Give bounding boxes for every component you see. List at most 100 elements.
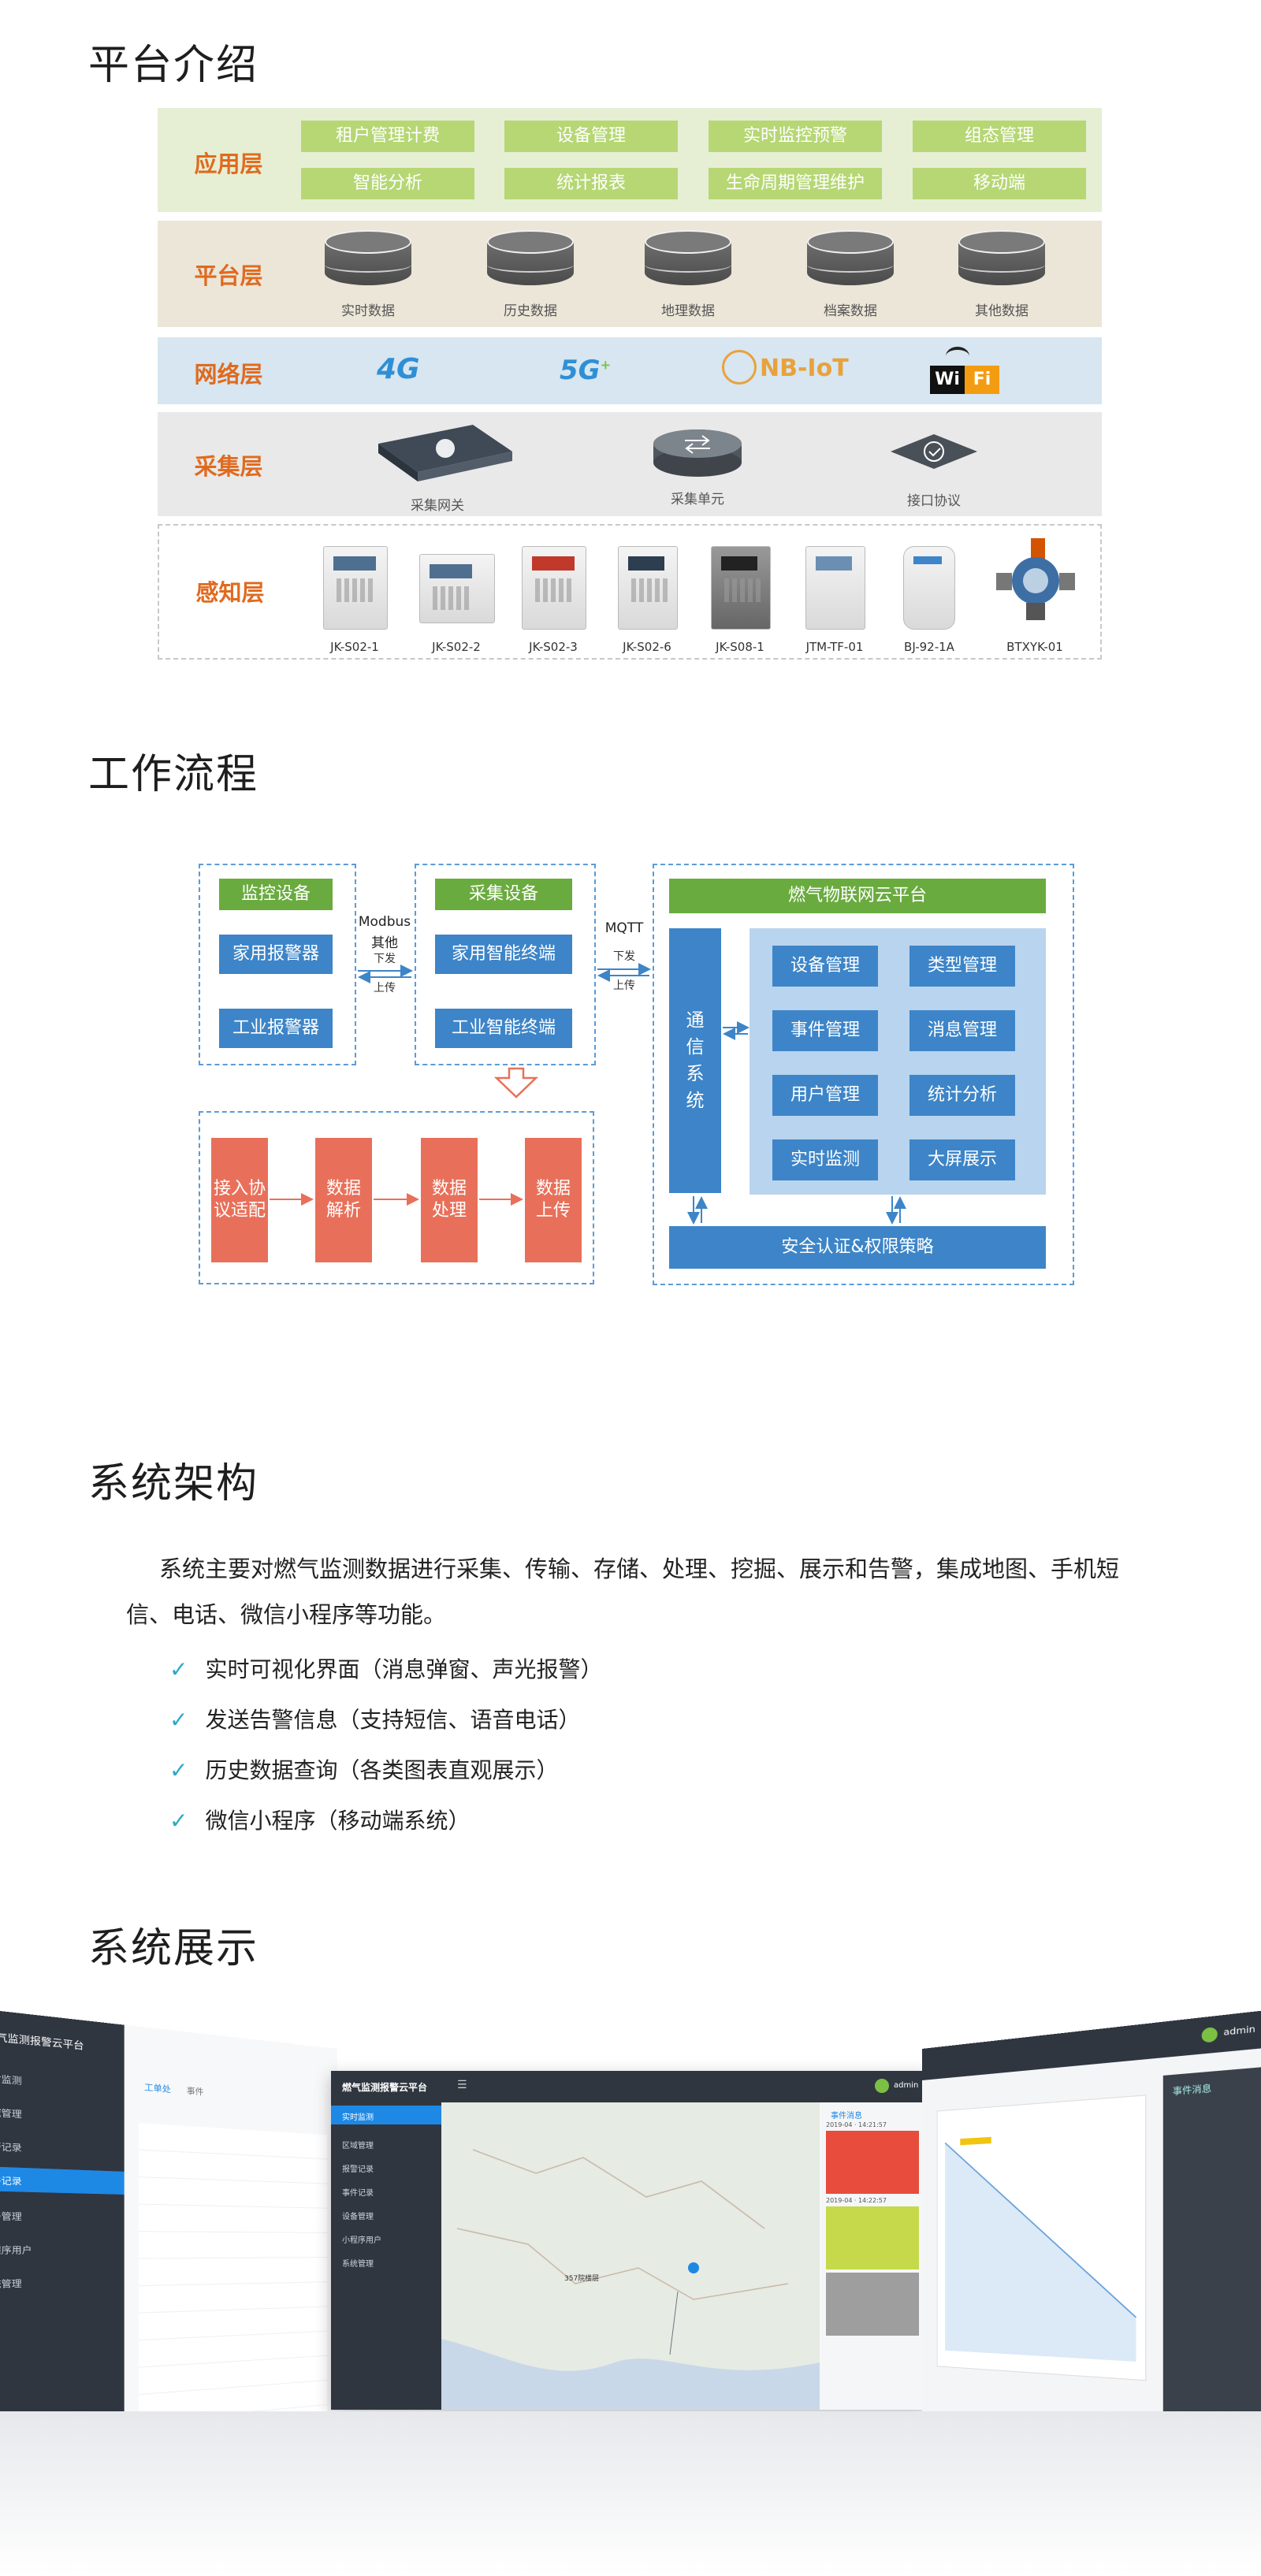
5g-text: 5G	[560, 355, 601, 386]
db-label: 档案数据	[824, 303, 877, 319]
device-label: BJ-92-1A	[904, 640, 954, 654]
device-label: JTM-TF-01	[805, 640, 864, 654]
app-item: 移动端	[913, 168, 1086, 199]
center-sidebar	[331, 2102, 441, 2410]
interface-protocol-icon	[891, 434, 977, 469]
collect-label: 采集网关	[411, 498, 464, 514]
left-menu-item[interactable]: 报警记录	[0, 2141, 22, 2154]
app-item: 统计报表	[504, 168, 678, 199]
module-box: 大屏展示	[909, 1139, 1015, 1180]
right-event-panel	[1162, 2066, 1261, 2444]
up-label: 上传	[613, 979, 635, 992]
module-box: 事件管理	[772, 1010, 878, 1051]
user-name[interactable]: admin	[894, 2081, 919, 2090]
device-image	[419, 554, 495, 623]
architecture-paragraph: 系统主要对燃气监测数据进行采集、传输、存储、处理、挖掘、展示和告警，集成地图、手…	[126, 1556, 1120, 1628]
device-image	[522, 546, 586, 630]
left-tab[interactable]: 工单处	[144, 2083, 171, 2095]
step-box: 数据处理	[421, 1138, 478, 1262]
event-card-warning[interactable]	[826, 2206, 919, 2269]
db-label: 实时数据	[341, 303, 395, 319]
cloud-platform-group	[653, 864, 1074, 1285]
left-tab[interactable]: 事件	[186, 2087, 204, 2098]
layer-name-collect: 采集层	[194, 453, 263, 480]
event-panel-title: 事件消息	[831, 2112, 862, 2121]
device-image	[618, 546, 678, 630]
home-alarm-box: 家用报警器	[219, 935, 333, 974]
step-label: 数据解析	[325, 1179, 361, 1221]
center-menu-item[interactable]: 小程序用户	[342, 2236, 381, 2245]
step-box: 数据上传	[525, 1138, 582, 1262]
center-app-title: 燃气监测报警云平台	[342, 2082, 428, 2093]
device-image	[711, 546, 771, 630]
section-title-workflow: 工作流程	[88, 751, 259, 798]
check-icon: ✓	[169, 1757, 188, 1783]
up-label: 上传	[374, 982, 396, 994]
left-menu-item[interactable]: 实时监测	[0, 2072, 22, 2087]
section-title-platform: 平台介绍	[88, 42, 259, 89]
map-svg	[441, 2102, 820, 2410]
collect-device-header: 采集设备	[435, 879, 572, 910]
wifi-logo-wi: Wi	[930, 366, 965, 394]
app-item: 实时监控预警	[709, 121, 882, 152]
protocol-label-other: 其他	[371, 935, 398, 951]
avatar[interactable]	[875, 2079, 889, 2093]
center-menu-item[interactable]: 报警记录	[342, 2165, 374, 2174]
center-topbar	[331, 2071, 930, 2102]
industrial-terminal-box: 工业智能终端	[435, 1009, 572, 1048]
module-box: 设备管理	[772, 946, 878, 987]
comm-system-box: 通信系统	[669, 928, 721, 1193]
left-menu-item[interactable]: 设备管理	[0, 2211, 22, 2223]
protocol-label-mqtt: MQTT	[604, 920, 644, 936]
wifi-logo-fi: Fi	[965, 366, 999, 394]
left-table	[139, 2123, 327, 2439]
device-image	[805, 546, 865, 630]
nbiot-globe-icon	[722, 350, 757, 385]
monitor-device-group	[199, 864, 356, 1065]
screenshot-center: 燃气监测报警云平台 ☰ admin 实时监测 区域管理 报警记录 事件记录 设备…	[331, 2071, 930, 2410]
step-box: 数据解析	[315, 1138, 372, 1262]
left-menu-item[interactable]: 小程序用户	[0, 2246, 32, 2257]
workflow-connectors	[270, 963, 906, 1225]
layer-app: 应用层 租户管理计费 设备管理 实时监控预警 组态管理 智能分析 统计报表 生命…	[158, 108, 1102, 212]
section-title-architecture: 系统架构	[88, 1460, 259, 1507]
collect-unit-icon	[653, 429, 742, 477]
center-menu-item-active[interactable]: 实时监测	[342, 2113, 374, 2122]
wifi-icon	[946, 347, 969, 366]
center-menu-item[interactable]: 系统管理	[342, 2260, 374, 2269]
check-icon: ✓	[169, 1808, 188, 1834]
5g-logo-icon: 5G+	[560, 355, 611, 386]
collect-label: 采集单元	[671, 492, 724, 507]
app-item: 租户管理计费	[301, 121, 474, 152]
left-menu-item[interactable]: 系统管理	[0, 2279, 22, 2291]
center-menu-item[interactable]: 设备管理	[342, 2213, 374, 2221]
left-menu-item-active[interactable]: 事件记录	[0, 2175, 22, 2188]
event-card-alarm[interactable]	[826, 2131, 919, 2194]
reflection-floor	[0, 2411, 1261, 2576]
center-menu-item[interactable]: 事件记录	[342, 2189, 374, 2198]
center-menu-item[interactable]: 区域管理	[342, 2142, 374, 2150]
collect-label: 接口协议	[907, 493, 961, 509]
menu-toggle-icon[interactable]: ☰	[457, 2079, 467, 2091]
app-item: 生命周期管理维护	[709, 168, 882, 199]
nbiot-logo-text: NB-IoT	[760, 355, 849, 382]
layer-name-app: 应用层	[194, 151, 263, 177]
device-label: JK-S02-2	[432, 640, 481, 654]
industrial-alarm-box: 工业报警器	[219, 1009, 333, 1048]
layer-name-platform: 平台层	[194, 262, 263, 289]
left-menu-item[interactable]: 区域管理	[0, 2107, 22, 2121]
map-area[interactable]	[441, 2102, 820, 2410]
home-terminal-box: 家用智能终端	[435, 935, 572, 974]
event-card-normal[interactable]	[826, 2273, 919, 2336]
module-box: 消息管理	[909, 1010, 1015, 1051]
feature-item: ✓ 历史数据查询（各类图表直观展示）	[169, 1753, 558, 1785]
check-icon: ✓	[169, 1656, 188, 1682]
protocol-label-modbus: Modbus	[358, 914, 411, 930]
module-box: 类型管理	[909, 946, 1015, 987]
check-icon: ✓	[169, 1707, 188, 1733]
layer-name-network: 网络层	[194, 361, 263, 388]
feature-text: 历史数据查询（各类图表直观展示）	[205, 1757, 559, 1783]
right-topbar	[922, 2007, 1261, 2080]
step-label: 数据上传	[535, 1179, 571, 1221]
step-label: 数据处理	[431, 1179, 467, 1221]
